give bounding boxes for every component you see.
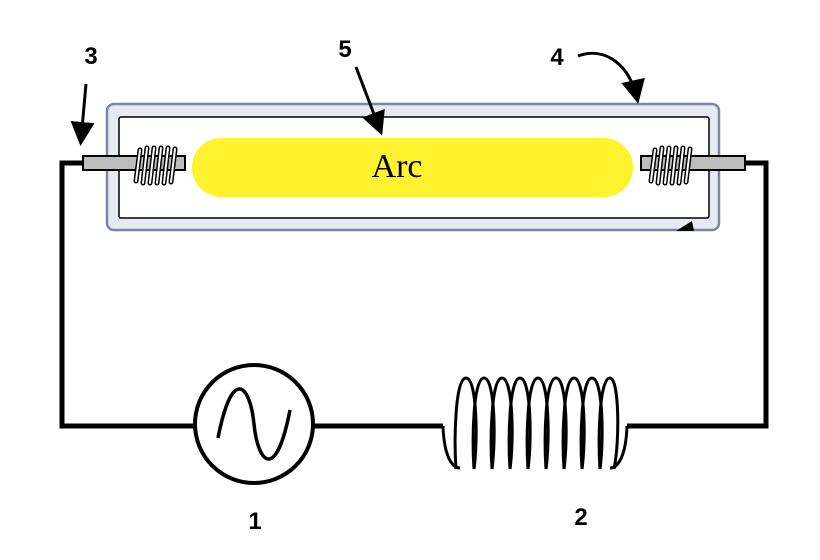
inductor-lead-left <box>441 425 461 470</box>
callout-arrows <box>70 51 645 146</box>
wire-right <box>627 160 769 429</box>
callout-4: 4 <box>550 44 564 71</box>
arrow-4 <box>577 51 645 104</box>
filament-coil-icon <box>133 145 178 186</box>
tube-corner-mark <box>676 221 694 231</box>
left-pin <box>82 155 186 171</box>
coil-inductor-icon <box>441 376 629 470</box>
callout-3: 3 <box>84 43 97 70</box>
right-electrode <box>640 145 746 186</box>
callout-5: 5 <box>338 36 351 63</box>
callout-2: 2 <box>574 504 587 531</box>
filament-coil-icon <box>648 145 693 186</box>
arc-discharge <box>192 138 633 197</box>
arrow-3 <box>70 83 95 146</box>
arrow-5 <box>354 66 385 136</box>
callout-1: 1 <box>248 508 261 535</box>
wire-left <box>59 160 195 429</box>
right-pin <box>640 155 746 171</box>
ac-sine-source-icon <box>193 363 315 485</box>
inductor-loops <box>453 376 620 470</box>
sine-wave <box>216 387 292 461</box>
inductor-lead-right <box>609 425 629 470</box>
left-electrode <box>82 145 186 186</box>
arc-label: Arc <box>372 148 423 185</box>
circuit-wires <box>59 160 769 429</box>
